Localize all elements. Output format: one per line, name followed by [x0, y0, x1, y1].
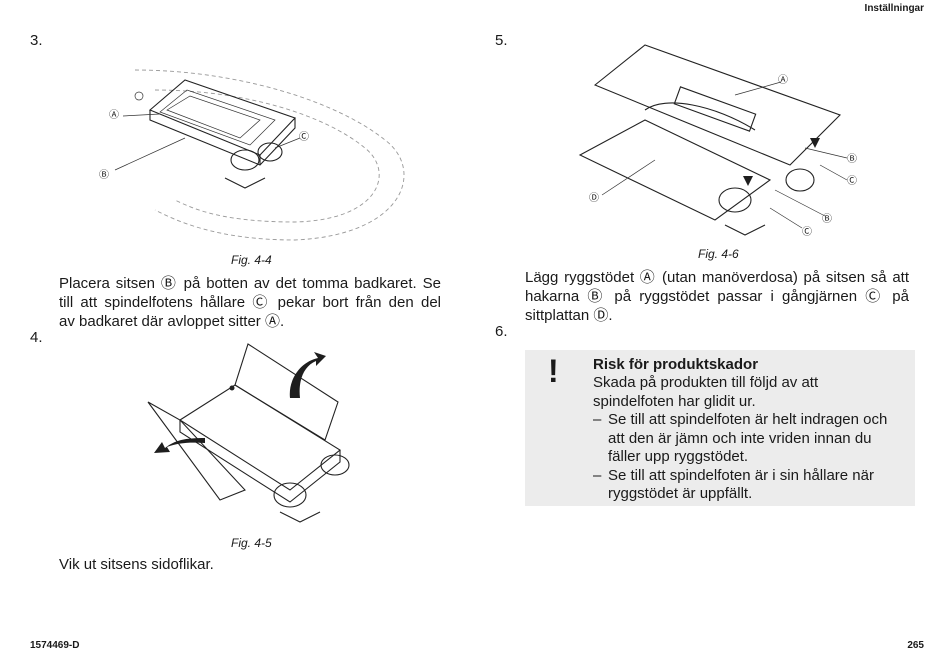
step-5-text: Lägg ryggstödet Ⓐ (utan manöverdosa) på … [525, 269, 909, 324]
product-damage-notice: ! Risk för produktskador Skada på produk… [525, 350, 915, 506]
fig-4-4-caption: Fig. 4-4 [231, 253, 272, 267]
step-4-text: Vik ut sitsens sidoflikar. [59, 556, 214, 573]
label-B: Ⓑ [822, 213, 832, 225]
exclamation-icon: ! [548, 353, 559, 389]
figure-4-5-seat-flaps [147, 343, 350, 523]
label-C: Ⓒ [299, 131, 309, 143]
notice-bullet: – Se till att spindelfoten är i sin håll… [593, 466, 874, 503]
label-A: Ⓐ [109, 109, 119, 121]
section-header: Inställningar [864, 3, 924, 14]
step-6-number: 6. [495, 323, 508, 340]
page-number: 265 [907, 640, 924, 651]
notice-body: Skada på produkten till följd av att spi… [593, 374, 888, 503]
fig-4-5-caption: Fig. 4-5 [231, 536, 272, 550]
figure-4-6-backrest: Ⓐ Ⓑ Ⓒ Ⓑ Ⓒ Ⓓ [578, 44, 857, 238]
step-3-text: Placera sitsen Ⓑ på botten av det tomma … [59, 275, 441, 330]
label-C: Ⓒ [802, 226, 812, 238]
notice-bullet: – Se till att spindelfoten är helt indra… [593, 411, 888, 465]
fig-4-6-caption: Fig. 4-6 [698, 247, 739, 261]
label-D: Ⓓ [589, 192, 599, 204]
step-3-number: 3. [30, 32, 43, 49]
label-C: Ⓒ [847, 175, 857, 187]
step-4-number: 4. [30, 329, 43, 346]
document-number: 1574469-D [30, 640, 80, 651]
label-B: Ⓑ [99, 169, 109, 181]
label-A: Ⓐ [778, 74, 788, 86]
notice-title: Risk för produktskador [593, 356, 759, 373]
figure-4-4-bathtub-seat: Ⓐ Ⓑ Ⓒ [99, 69, 405, 241]
step-5-number: 5. [495, 32, 508, 49]
label-B: Ⓑ [847, 153, 857, 165]
